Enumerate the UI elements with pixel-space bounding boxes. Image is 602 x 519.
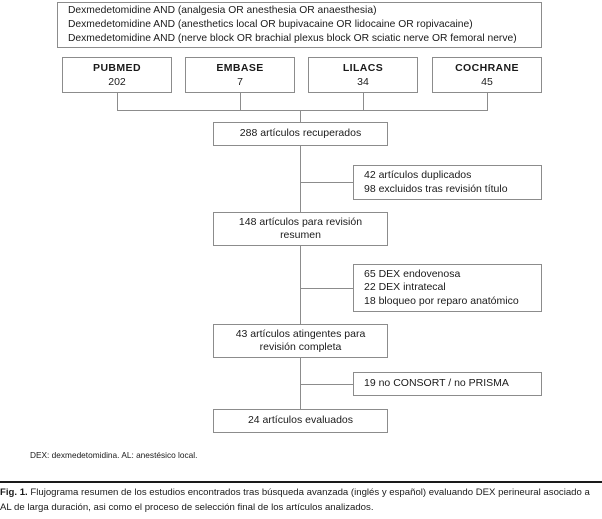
database-name: COCHRANE <box>455 62 519 74</box>
stage-box-full-review: 43 artículos atingentes para revisión co… <box>213 324 388 358</box>
database-box-cochrane: COCHRANE 45 <box>432 57 542 93</box>
connector-database-bus <box>117 110 488 111</box>
stage-line: 43 artículos atingentes para <box>235 327 366 340</box>
stage-line: revisión completa <box>259 341 342 353</box>
database-name: PUBMED <box>93 62 141 74</box>
connector-spine-abstract-to-full <box>300 246 301 325</box>
exclusion-line: 98 excluidos tras revisión título <box>364 182 508 195</box>
exclusion-box-2: 65 DEX endovenosa 22 DEX intratecal 18 b… <box>353 264 542 312</box>
connector-spine-retrieved-to-abstract <box>300 146 301 213</box>
stage-box-retrieved: 288 artículos recuperados <box>213 122 388 146</box>
stage-line: 148 artículos para revisión <box>238 215 363 228</box>
exclusion-line: 18 bloqueo por reparo anatómico <box>364 294 519 307</box>
stage-line: 24 artículos evaluados <box>247 414 354 427</box>
figure-caption-text: Flujograma resumen de los estudios encon… <box>0 487 590 513</box>
connector-bus-to-retrieved <box>300 110 301 123</box>
connector-pubmed-stub <box>117 93 118 111</box>
database-count: 202 <box>108 76 126 88</box>
search-query-box: Dexmedetomidine AND (analgesia OR anesth… <box>57 2 542 48</box>
exclusion-line: 22 DEX intratecal <box>364 281 446 294</box>
connector-cochrane-stub <box>487 93 488 111</box>
stage-box-evaluated: 24 artículos evaluados <box>213 409 388 433</box>
connector-lilacs-stub <box>363 93 364 111</box>
figure-caption-label: Fig. 1. <box>0 487 28 498</box>
stage-box-abstract-review: 148 artículos para revisión resumen <box>213 212 388 246</box>
connector-branch-exclusion-1 <box>300 182 354 183</box>
query-line: Dexmedetomidine AND (analgesia OR anesth… <box>68 5 377 16</box>
figure-caption: Fig. 1. Flujograma resumen de los estudi… <box>0 486 602 515</box>
stage-line: resumen <box>280 229 321 241</box>
database-box-pubmed: PUBMED 202 <box>62 57 172 93</box>
query-line: Dexmedetomidine AND (nerve block OR brac… <box>68 33 517 44</box>
exclusion-line: 19 no CONSORT / no PRISMA <box>364 377 509 390</box>
exclusion-line: 42 artículos duplicados <box>364 169 472 181</box>
database-box-lilacs: LILACS 34 <box>308 57 418 93</box>
exclusion-box-1: 42 artículos duplicados 98 excluidos tra… <box>353 165 542 200</box>
connector-embase-stub <box>240 93 241 111</box>
database-name: EMBASE <box>216 62 264 74</box>
exclusion-line: 65 DEX endovenosa <box>364 267 461 280</box>
stage-line: 288 artículos recuperados <box>239 127 362 140</box>
database-count: 45 <box>481 76 493 88</box>
database-box-embase: EMBASE 7 <box>185 57 295 93</box>
database-name: LILACS <box>342 62 384 74</box>
exclusion-box-3: 19 no CONSORT / no PRISMA <box>353 372 542 396</box>
abbreviation-footnote: DEX: dexmedetomidina. AL: anestésico loc… <box>30 450 198 460</box>
caption-divider <box>0 481 602 483</box>
query-line: Dexmedetomidine AND (anesthetics local O… <box>68 19 473 30</box>
connector-branch-exclusion-3 <box>300 384 354 385</box>
database-count: 7 <box>237 76 243 88</box>
database-count: 34 <box>357 76 369 88</box>
connector-branch-exclusion-2 <box>300 288 354 289</box>
